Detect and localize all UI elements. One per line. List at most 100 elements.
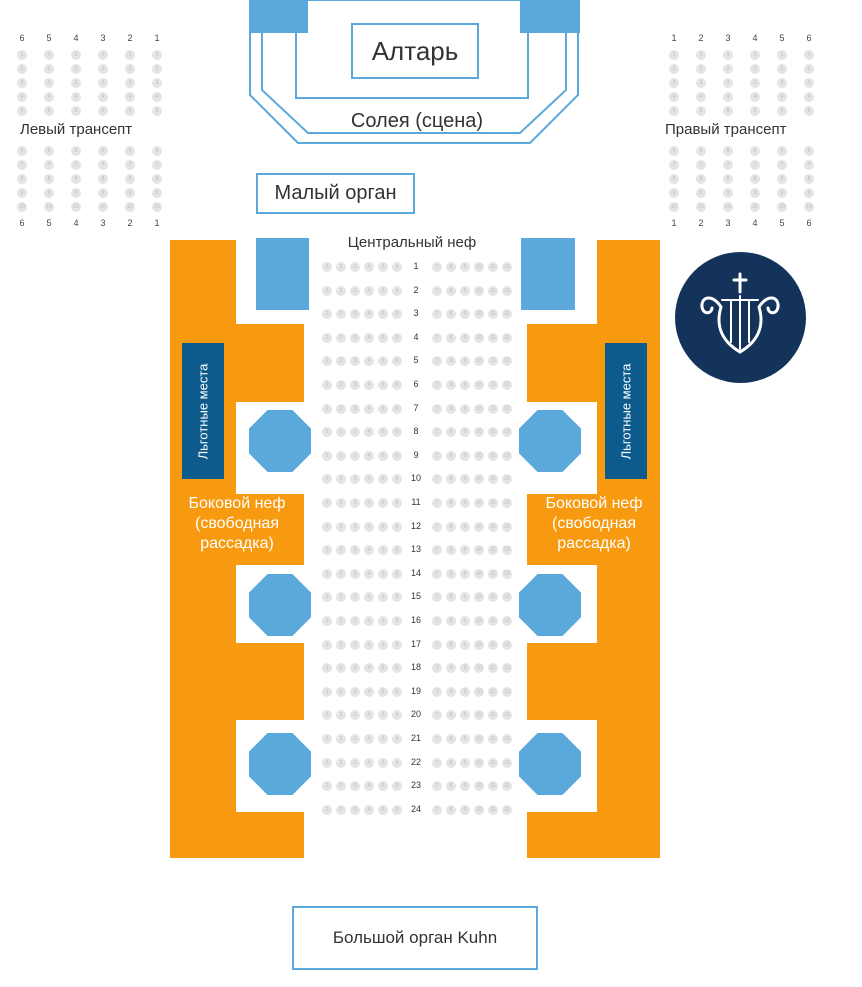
- nave-seat[interactable]: 12: [502, 758, 512, 768]
- nave-seat[interactable]: 11: [488, 427, 498, 437]
- transept-seat[interactable]: 9: [696, 188, 706, 198]
- nave-seat[interactable]: 4: [364, 451, 374, 461]
- transept-seat[interactable]: 9: [723, 188, 733, 198]
- nave-seat[interactable]: 1: [322, 474, 332, 484]
- nave-seat[interactable]: 11: [488, 569, 498, 579]
- transept-seat[interactable]: 2: [669, 64, 679, 74]
- transept-seat[interactable]: 1: [804, 50, 814, 60]
- transept-seat[interactable]: 10: [669, 202, 679, 212]
- nave-seat[interactable]: 4: [364, 663, 374, 673]
- nave-seat[interactable]: 10: [474, 427, 484, 437]
- nave-seat[interactable]: 1: [322, 404, 332, 414]
- nave-seat[interactable]: 4: [364, 286, 374, 296]
- transept-seat[interactable]: 8: [152, 174, 162, 184]
- nave-seat[interactable]: 2: [336, 262, 346, 272]
- transept-seat[interactable]: 5: [669, 106, 679, 116]
- nave-seat[interactable]: 12: [502, 734, 512, 744]
- transept-seat[interactable]: 7: [152, 160, 162, 170]
- nave-seat[interactable]: 12: [502, 522, 512, 532]
- nave-seat[interactable]: 12: [502, 663, 512, 673]
- transept-seat[interactable]: 5: [44, 106, 54, 116]
- nave-seat[interactable]: 12: [502, 380, 512, 390]
- nave-seat[interactable]: 2: [336, 427, 346, 437]
- nave-seat[interactable]: 3: [350, 687, 360, 697]
- benefit-seats-right[interactable]: Льготные места: [605, 343, 647, 479]
- nave-seat[interactable]: 5: [378, 569, 388, 579]
- nave-seat[interactable]: 6: [392, 569, 402, 579]
- nave-seat[interactable]: 1: [322, 663, 332, 673]
- transept-seat[interactable]: 6: [125, 146, 135, 156]
- nave-seat[interactable]: 1: [322, 710, 332, 720]
- nave-seat[interactable]: 4: [364, 640, 374, 650]
- nave-seat[interactable]: 7: [432, 451, 442, 461]
- nave-seat[interactable]: 9: [460, 333, 470, 343]
- nave-seat[interactable]: 8: [446, 663, 456, 673]
- transept-seat[interactable]: 10: [696, 202, 706, 212]
- nave-seat[interactable]: 9: [460, 451, 470, 461]
- transept-seat[interactable]: 6: [152, 146, 162, 156]
- nave-seat[interactable]: 11: [488, 262, 498, 272]
- transept-seat[interactable]: 4: [750, 92, 760, 102]
- transept-seat[interactable]: 2: [152, 64, 162, 74]
- nave-seat[interactable]: 9: [460, 663, 470, 673]
- transept-seat[interactable]: 7: [125, 160, 135, 170]
- nave-seat[interactable]: 1: [322, 309, 332, 319]
- transept-seat[interactable]: 9: [17, 188, 27, 198]
- nave-seat[interactable]: 4: [364, 380, 374, 390]
- nave-seat[interactable]: 9: [460, 758, 470, 768]
- transept-seat[interactable]: 1: [17, 50, 27, 60]
- nave-seat[interactable]: 10: [474, 758, 484, 768]
- nave-seat[interactable]: 8: [446, 498, 456, 508]
- nave-seat[interactable]: 10: [474, 592, 484, 602]
- nave-seat[interactable]: 7: [432, 404, 442, 414]
- transept-seat[interactable]: 8: [669, 174, 679, 184]
- transept-seat[interactable]: 5: [17, 106, 27, 116]
- transept-seat[interactable]: 5: [71, 106, 81, 116]
- nave-seat[interactable]: 6: [392, 545, 402, 555]
- transept-seat[interactable]: 7: [723, 160, 733, 170]
- nave-seat[interactable]: 9: [460, 734, 470, 744]
- nave-seat[interactable]: 11: [488, 333, 498, 343]
- nave-seat[interactable]: 11: [488, 616, 498, 626]
- nave-seat[interactable]: 2: [336, 805, 346, 815]
- nave-seat[interactable]: 10: [474, 286, 484, 296]
- nave-seat[interactable]: 8: [446, 687, 456, 697]
- transept-seat[interactable]: 1: [71, 50, 81, 60]
- transept-seat[interactable]: 1: [669, 50, 679, 60]
- nave-seat[interactable]: 8: [446, 805, 456, 815]
- nave-seat[interactable]: 8: [446, 451, 456, 461]
- nave-seat[interactable]: 12: [502, 498, 512, 508]
- transept-seat[interactable]: 4: [44, 92, 54, 102]
- transept-seat[interactable]: 4: [723, 92, 733, 102]
- nave-seat[interactable]: 4: [364, 758, 374, 768]
- transept-seat[interactable]: 5: [777, 106, 787, 116]
- nave-seat[interactable]: 7: [432, 380, 442, 390]
- nave-seat[interactable]: 2: [336, 309, 346, 319]
- transept-seat[interactable]: 2: [17, 64, 27, 74]
- nave-seat[interactable]: 6: [392, 309, 402, 319]
- nave-seat[interactable]: 12: [502, 333, 512, 343]
- nave-seat[interactable]: 11: [488, 474, 498, 484]
- nave-seat[interactable]: 9: [460, 569, 470, 579]
- nave-seat[interactable]: 12: [502, 805, 512, 815]
- nave-seat[interactable]: 9: [460, 687, 470, 697]
- nave-seat[interactable]: 6: [392, 640, 402, 650]
- nave-seat[interactable]: 8: [446, 616, 456, 626]
- nave-seat[interactable]: 5: [378, 498, 388, 508]
- nave-seat[interactable]: 5: [378, 404, 388, 414]
- transept-seat[interactable]: 7: [98, 160, 108, 170]
- transept-seat[interactable]: 7: [777, 160, 787, 170]
- nave-seat[interactable]: 10: [474, 333, 484, 343]
- transept-seat[interactable]: 10: [750, 202, 760, 212]
- nave-seat[interactable]: 10: [474, 380, 484, 390]
- nave-seat[interactable]: 6: [392, 592, 402, 602]
- nave-seat[interactable]: 4: [364, 569, 374, 579]
- nave-seat[interactable]: 2: [336, 781, 346, 791]
- nave-seat[interactable]: 5: [378, 640, 388, 650]
- nave-seat[interactable]: 11: [488, 309, 498, 319]
- nave-seat[interactable]: 7: [432, 687, 442, 697]
- nave-seat[interactable]: 11: [488, 356, 498, 366]
- nave-seat[interactable]: 3: [350, 616, 360, 626]
- transept-seat[interactable]: 9: [98, 188, 108, 198]
- nave-seat[interactable]: 12: [502, 687, 512, 697]
